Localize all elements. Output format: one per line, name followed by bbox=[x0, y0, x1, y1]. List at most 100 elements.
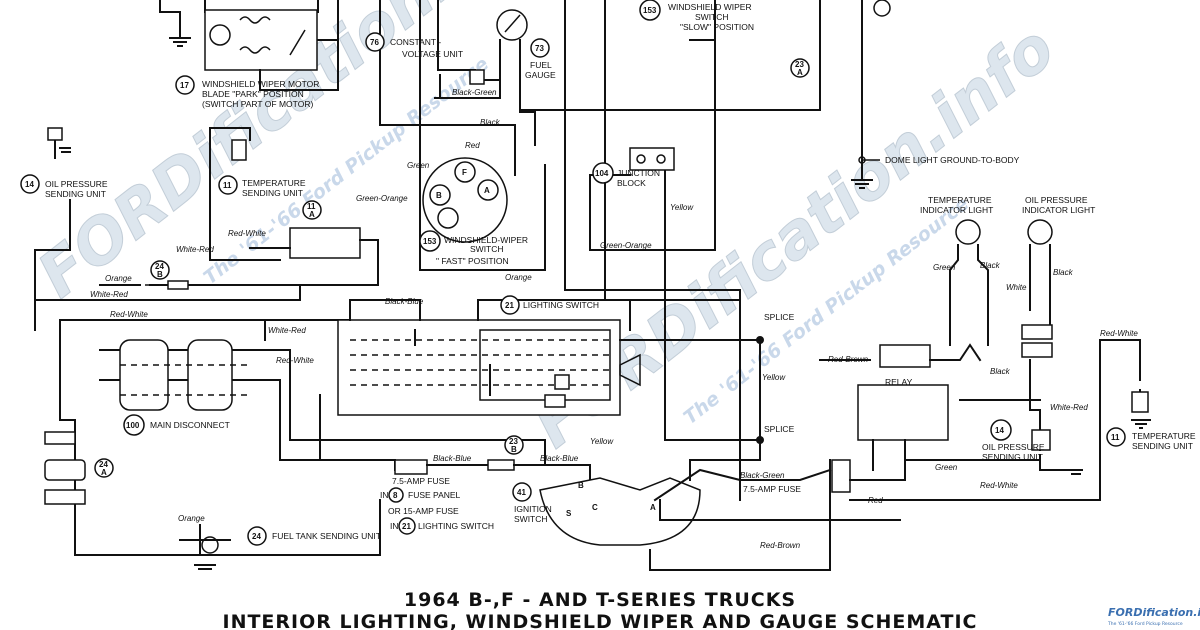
component-labels: 17 WINDSHIELD WIPER MOTOR BLADE "PARK" P… bbox=[25, 2, 1196, 541]
wire-black-right-3: Black bbox=[990, 367, 1011, 376]
c11a-n2: A bbox=[309, 210, 315, 219]
lighting-switch-internals bbox=[120, 329, 641, 408]
fuse-panel-label: FUSE PANEL bbox=[408, 490, 461, 500]
c41-line2: SWITCH bbox=[514, 514, 548, 524]
c73-number: 73 bbox=[535, 44, 544, 53]
relay-label: RELAY bbox=[885, 377, 913, 387]
c24-label: FUEL TANK SENDING UNIT bbox=[272, 531, 381, 541]
c153s-line2: SWITCH bbox=[695, 12, 729, 22]
corner-brand-tagline: The '61-'66 Ford Pickup Resource bbox=[1107, 621, 1183, 627]
switch153-b-terminal: B bbox=[436, 191, 442, 200]
fuse-15-number: 21 bbox=[402, 522, 411, 531]
wire-green-low: Green bbox=[935, 463, 958, 472]
fuse-panel-in: IN bbox=[380, 490, 389, 500]
wire-black-blue-c: Black-Blue bbox=[540, 454, 579, 463]
c153f-line2: SWITCH bbox=[470, 244, 504, 254]
c73-line2: GAUGE bbox=[525, 70, 556, 80]
c23b-n1: 23 bbox=[509, 437, 518, 446]
c153f-number: 153 bbox=[423, 237, 437, 246]
wiper-motor-symbol bbox=[209, 16, 306, 56]
c11r-number: 11 bbox=[1111, 433, 1120, 442]
wire-white-red-right: White-Red bbox=[1050, 403, 1088, 412]
c21-label: LIGHTING SWITCH bbox=[523, 300, 599, 310]
c100-number: 100 bbox=[126, 421, 140, 430]
c11a-n1: 11 bbox=[307, 202, 316, 211]
ign-a-terminal: A bbox=[650, 503, 656, 512]
c11l-line1: TEMPERATURE bbox=[242, 178, 306, 188]
splice-label-bottom: SPLICE bbox=[764, 424, 795, 434]
c11r-line1: TEMPERATURE bbox=[1132, 431, 1196, 441]
c11l-line2: SENDING UNIT bbox=[242, 188, 303, 198]
c11l-number: 11 bbox=[223, 181, 232, 190]
wire-green-orange-b: Green-Orange bbox=[600, 241, 652, 250]
c21-number: 21 bbox=[505, 301, 514, 310]
corner-brand-name: FORDification.info bbox=[1108, 606, 1200, 619]
wiper-switch-fast-position: B F A bbox=[422, 157, 508, 243]
c17-line3: (SWITCH PART OF MOTOR) bbox=[202, 99, 313, 109]
c17-number: 17 bbox=[180, 81, 189, 90]
wire-green-orange: Green-Orange bbox=[356, 194, 408, 203]
c14l-line1: OIL PRESSURE bbox=[45, 179, 108, 189]
wire-green-right: Green bbox=[933, 263, 956, 272]
wire-black-green-low: Black-Green bbox=[740, 471, 785, 480]
wire-red: Red bbox=[465, 141, 480, 150]
wire-white-right: White bbox=[1006, 283, 1027, 292]
wire-orange-low: Orange bbox=[178, 514, 205, 523]
wire-red-white-b: Red-White bbox=[110, 310, 148, 319]
c14r-line1: OIL PRESSURE bbox=[982, 442, 1045, 452]
c100-label: MAIN DISCONNECT bbox=[150, 420, 230, 430]
fuse-15-label: OR 15-AMP FUSE bbox=[388, 506, 459, 516]
wire-red-white-a: Red-White bbox=[228, 229, 266, 238]
switch153-f-terminal: F bbox=[462, 168, 467, 177]
c153f-line3: " FAST" POSITION bbox=[436, 256, 509, 266]
temp-light-line1: TEMPERATURE bbox=[928, 195, 992, 205]
wire-red-brown-a: Red-Brown bbox=[828, 355, 869, 364]
c11r-line2: SENDING UNIT bbox=[1132, 441, 1193, 451]
temp-light-line2: INDICATOR LIGHT bbox=[920, 205, 993, 215]
c41-number: 41 bbox=[517, 488, 526, 497]
wire-black-green-top: Black-Green bbox=[452, 88, 497, 97]
c23b-n2: B bbox=[511, 445, 517, 454]
schematic-title: 1964 B-,F - AND T-SERIES TRUCKS INTERIOR… bbox=[223, 589, 978, 630]
ign-s-terminal: S bbox=[566, 509, 572, 518]
wire-orange-b: Orange bbox=[505, 273, 532, 282]
fuse-7-5-label: 7.5-AMP FUSE bbox=[392, 476, 450, 486]
fuse-7-5-right-label: 7.5-AMP FUSE bbox=[743, 484, 801, 494]
wire-yellow-top: Yellow bbox=[670, 203, 694, 212]
wire-labels: Black-Green Black Red Green Green-Orange… bbox=[90, 88, 1138, 550]
component-callouts bbox=[20, 0, 1126, 546]
switch153-a-terminal: A bbox=[484, 186, 490, 195]
wire-white-red-b: White-Red bbox=[90, 290, 128, 299]
c153s-line1: WINDSHIELD WIPER bbox=[668, 2, 752, 12]
oil-light-line2: INDICATOR LIGHT bbox=[1022, 205, 1095, 215]
title-line-1: 1964 B-,F - AND T-SERIES TRUCKS bbox=[404, 589, 796, 611]
c23a-top-n1: 23 bbox=[795, 60, 804, 69]
c153f-line1: WINDSHIELD-WIPER bbox=[444, 235, 528, 245]
wire-black-right: Black bbox=[980, 261, 1001, 270]
c104-number: 104 bbox=[595, 169, 609, 178]
wire-yellow-mid: Yellow bbox=[762, 373, 786, 382]
c14l-line2: SENDING UNIT bbox=[45, 189, 106, 199]
fuse-15-in: IN bbox=[390, 521, 399, 531]
wire-red-white-right: Red-White bbox=[1100, 329, 1138, 338]
wire-black-blue-b: Black-Blue bbox=[433, 454, 472, 463]
c14r-line2: SENDING UNIT bbox=[982, 452, 1043, 462]
c24b-n1: 24 bbox=[155, 262, 164, 271]
splice-label-top: SPLICE bbox=[764, 312, 795, 322]
ign-b-terminal: B bbox=[578, 481, 584, 490]
wire-red-brown-low: Red-Brown bbox=[760, 541, 801, 550]
c24a-n1: 24 bbox=[99, 460, 108, 469]
c76-number: 76 bbox=[370, 38, 379, 47]
wire-orange-a: Orange bbox=[105, 274, 132, 283]
wire-yellow-low: Yellow bbox=[590, 437, 614, 446]
c73-line1: FUEL bbox=[530, 60, 552, 70]
c104-line2: BLOCK bbox=[617, 178, 646, 188]
title-line-2: INTERIOR LIGHTING, WINDSHIELD WIPER AND … bbox=[223, 611, 978, 630]
c23a-top-n2: A bbox=[797, 68, 803, 77]
wire-black-blue-a: Black-Blue bbox=[385, 297, 424, 306]
c17-line1: WINDSHIELD WIPER MOTOR bbox=[202, 79, 319, 89]
fuse-panel-number: 8 bbox=[393, 491, 398, 500]
c24a-n2: A bbox=[101, 468, 107, 477]
